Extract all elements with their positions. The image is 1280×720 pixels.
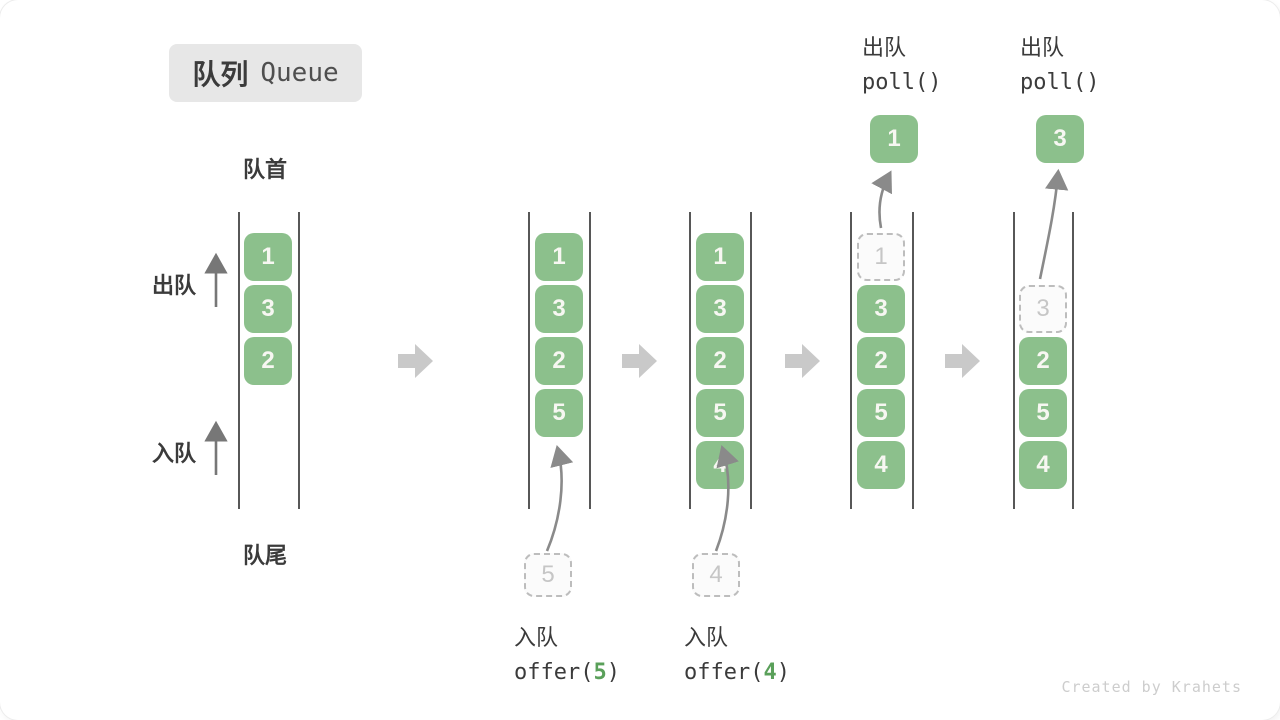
code-prefix: offer(: [514, 660, 594, 685]
queue-item: 2: [244, 337, 292, 385]
label-dequeue-side: 出队: [152, 273, 197, 298]
code-suffix: ): [606, 660, 620, 685]
queue-item: 4: [857, 441, 905, 489]
diagram-title: 队列 Queue: [169, 44, 362, 102]
operation-offer-5: 入队 offer(5): [514, 620, 620, 685]
removed-item-ghost: 3: [1019, 285, 1067, 333]
operation-code: poll(): [1020, 70, 1100, 95]
queue-item: 1: [696, 233, 744, 281]
operation-code: offer(5): [514, 660, 620, 685]
label-queue-rear: 队尾: [243, 543, 288, 568]
operation-label: 入队: [684, 625, 729, 650]
queue-item: 3: [857, 285, 905, 333]
queue-item: 4: [696, 441, 744, 489]
pending-enqueue-value: 5: [524, 553, 572, 597]
operation-poll-2: 出队 poll(): [1020, 30, 1099, 95]
removed-item-ghost: 1: [857, 233, 905, 281]
state-transition-arrow-icon: [785, 344, 820, 378]
queue-wall-line: [750, 212, 752, 509]
label-enqueue-side: 入队: [152, 441, 197, 466]
queue-wall-line: [528, 212, 530, 509]
queue-item: 5: [535, 389, 583, 437]
title-english: Queue: [260, 58, 339, 88]
queue-item: 3: [244, 285, 292, 333]
queue-wall-line: [912, 212, 914, 509]
queue-item: 3: [535, 285, 583, 333]
label-queue-front: 队首: [243, 157, 288, 182]
poll-1-arrow-icon: [871, 170, 892, 229]
queue-item: 4: [1019, 441, 1067, 489]
operation-offer-4: 入队 offer(4): [684, 620, 790, 685]
operation-code: offer(4): [684, 660, 790, 685]
title-chinese: 队列: [192, 59, 249, 90]
operation-label: 出队: [862, 35, 907, 60]
code-suffix: ): [776, 660, 790, 685]
queue-item: 2: [535, 337, 583, 385]
operation-code: poll(): [862, 70, 942, 95]
operation-poll-1: 出队 poll(): [862, 30, 941, 95]
queue-wall-line: [589, 212, 591, 509]
queue-item: 5: [857, 389, 905, 437]
queue-wall-line: [238, 212, 240, 509]
queue-item: 2: [696, 337, 744, 385]
enqueue-5-arrow-icon: [545, 444, 574, 552]
queue-wall-line: [850, 212, 852, 509]
queue-item: 1: [535, 233, 583, 281]
queue-item: 2: [1019, 337, 1067, 385]
polled-item: 1: [870, 115, 918, 163]
operation-label: 出队: [1020, 35, 1065, 60]
queue-wall-line: [1072, 212, 1074, 509]
code-prefix: offer(: [684, 660, 764, 685]
queue-wall-line: [298, 212, 300, 509]
state-transition-arrow-icon: [622, 344, 657, 378]
queue-wall-line: [1013, 212, 1015, 509]
code-argument: 4: [763, 660, 777, 685]
poll-3-arrow-icon: [1038, 168, 1069, 280]
queue-item: 1: [244, 233, 292, 281]
queue-item: 5: [696, 389, 744, 437]
operation-label: 入队: [514, 625, 559, 650]
state-transition-arrow-icon: [945, 344, 980, 378]
queue-item: 3: [696, 285, 744, 333]
queue-wall-line: [689, 212, 691, 509]
state-transition-arrow-icon: [398, 344, 433, 378]
pending-enqueue-value: 4: [692, 553, 740, 597]
polled-item: 3: [1036, 115, 1084, 163]
queue-item: 2: [857, 337, 905, 385]
watermark: Created by Krahets: [1061, 678, 1242, 696]
code-argument: 5: [593, 660, 607, 685]
queue-item: 5: [1019, 389, 1067, 437]
